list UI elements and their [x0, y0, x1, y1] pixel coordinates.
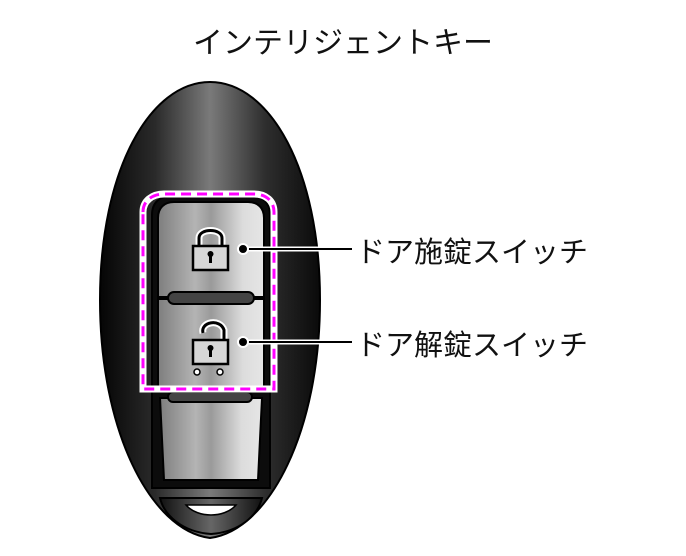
lock-closed-icon — [191, 227, 230, 272]
diagram-title: インテリジェントキー — [193, 26, 493, 61]
callout-door-lock-switch: ドア施錠スイッチ — [356, 235, 589, 269]
button-divider — [167, 291, 255, 305]
leader-line-unlock — [237, 336, 352, 348]
key-ring-loop — [158, 497, 264, 536]
lower-button — [158, 391, 264, 481]
lock-open-icon — [191, 319, 230, 376]
leader-line-lock — [237, 243, 352, 255]
callout-door-unlock-switch: ドア解錠スイッチ — [356, 328, 589, 362]
